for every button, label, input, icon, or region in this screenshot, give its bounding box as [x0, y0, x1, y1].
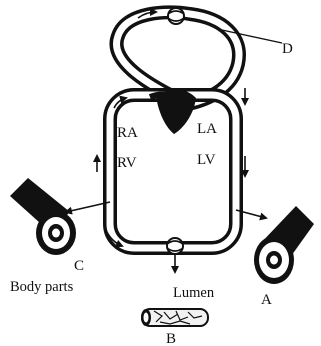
label-lv: LV [197, 152, 216, 168]
label-body-parts: Body parts [10, 279, 74, 295]
lung-capillary-bed [168, 8, 184, 24]
heart [150, 89, 196, 134]
label-a: A [261, 292, 272, 308]
label-ra: RA [117, 125, 138, 141]
label-c: C [74, 258, 84, 274]
label-la: LA [197, 121, 217, 137]
capillary-b [141, 309, 208, 326]
label-rv: RV [117, 155, 137, 171]
label-lumen: Lumen [173, 285, 215, 301]
flow-arrows [66, 12, 282, 272]
blood-vessel-c [10, 178, 76, 255]
label-b: B [166, 331, 176, 346]
body-capillary-bed [167, 238, 183, 254]
label-d: D [282, 41, 293, 57]
